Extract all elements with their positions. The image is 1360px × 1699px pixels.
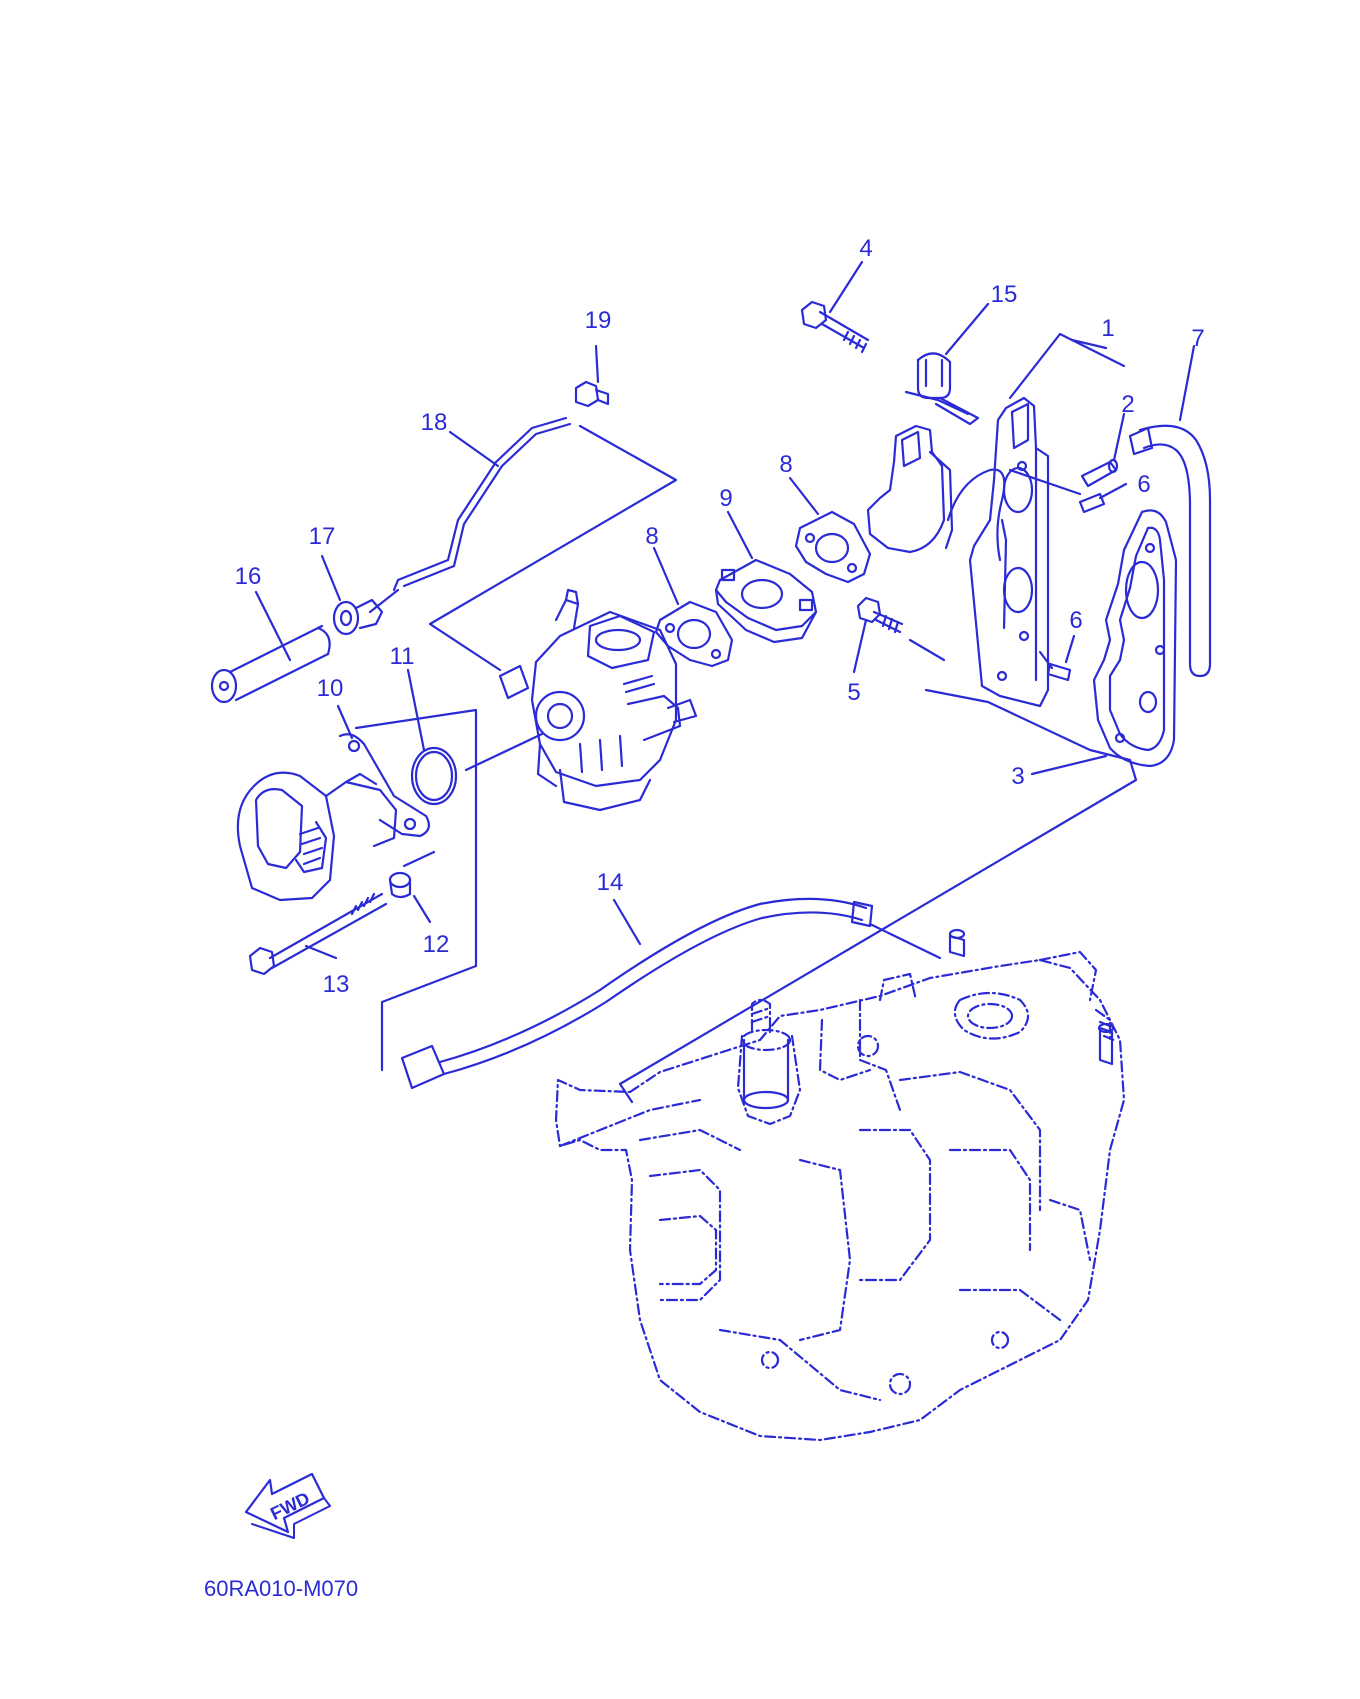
- callout-16: 16: [235, 563, 262, 590]
- hose-fitting-right: [1097, 1022, 1115, 1066]
- part-14-hose[interactable]: [400, 897, 874, 1090]
- callout-12: 12: [423, 931, 450, 958]
- fwd-arrow-icon: FWD: [244, 1472, 331, 1539]
- callout-18: 18: [421, 409, 448, 436]
- callout-10: 10: [317, 675, 344, 702]
- part-6-dowel-pin-upper[interactable]: [1078, 492, 1106, 514]
- callout-1: 1: [1101, 315, 1114, 342]
- part-17-cam[interactable]: [332, 598, 384, 636]
- callout-11: 11: [390, 643, 415, 670]
- part-19-clip[interactable]: [574, 380, 610, 408]
- carburetor[interactable]: [498, 588, 698, 812]
- part-11-o-ring[interactable]: [410, 746, 458, 806]
- part-7-hose[interactable]: [1128, 424, 1212, 678]
- callout-9: 9: [719, 485, 732, 512]
- part-2-pin[interactable]: [1080, 458, 1119, 488]
- callout-4: 4: [859, 235, 872, 262]
- assembly-reference-lines: [354, 390, 1138, 1104]
- callout-6-lower: 6: [1069, 607, 1082, 634]
- callout-15: 15: [991, 281, 1018, 308]
- hose-fitting-top: [948, 928, 966, 958]
- callout-6-upper: 6: [1137, 471, 1150, 498]
- callout-17: 17: [309, 523, 336, 550]
- callout-8-upper: 8: [779, 451, 792, 478]
- callout-7: 7: [1191, 325, 1204, 352]
- part-9-insulator[interactable]: [714, 558, 818, 644]
- callout-19: 19: [585, 307, 612, 334]
- part-3-gasket[interactable]: [1092, 509, 1178, 768]
- part-8-gasket-upper[interactable]: [794, 510, 872, 584]
- callout-5: 5: [847, 679, 860, 706]
- part-18-rod[interactable]: [392, 416, 572, 592]
- diagram-code: 60RA010-M070: [204, 1576, 358, 1601]
- callout-2: 2: [1121, 391, 1134, 418]
- part-16-shaft[interactable]: [210, 624, 331, 704]
- part-5-bolt[interactable]: [856, 596, 904, 634]
- part-6-dowel-pin-lower[interactable]: [1046, 662, 1072, 682]
- part-1-intake-manifold[interactable]: [866, 396, 1050, 708]
- part-4-bolt[interactable]: [800, 300, 870, 354]
- callout-14: 14: [597, 869, 624, 896]
- spark-plug-stud: [742, 1038, 790, 1110]
- part-8-gasket-lower[interactable]: [654, 600, 734, 668]
- part-13-bolt[interactable]: [248, 892, 388, 976]
- callout-8-lower: 8: [645, 523, 658, 550]
- engine-block: [554, 950, 1126, 1442]
- callout-leaders: [254, 260, 1196, 960]
- callout-13: 13: [323, 971, 350, 998]
- part-10-silencer[interactable]: [236, 733, 431, 902]
- part-12-collar[interactable]: [388, 871, 412, 899]
- part-15-clamp[interactable]: [916, 352, 980, 426]
- callout-3: 3: [1011, 763, 1024, 790]
